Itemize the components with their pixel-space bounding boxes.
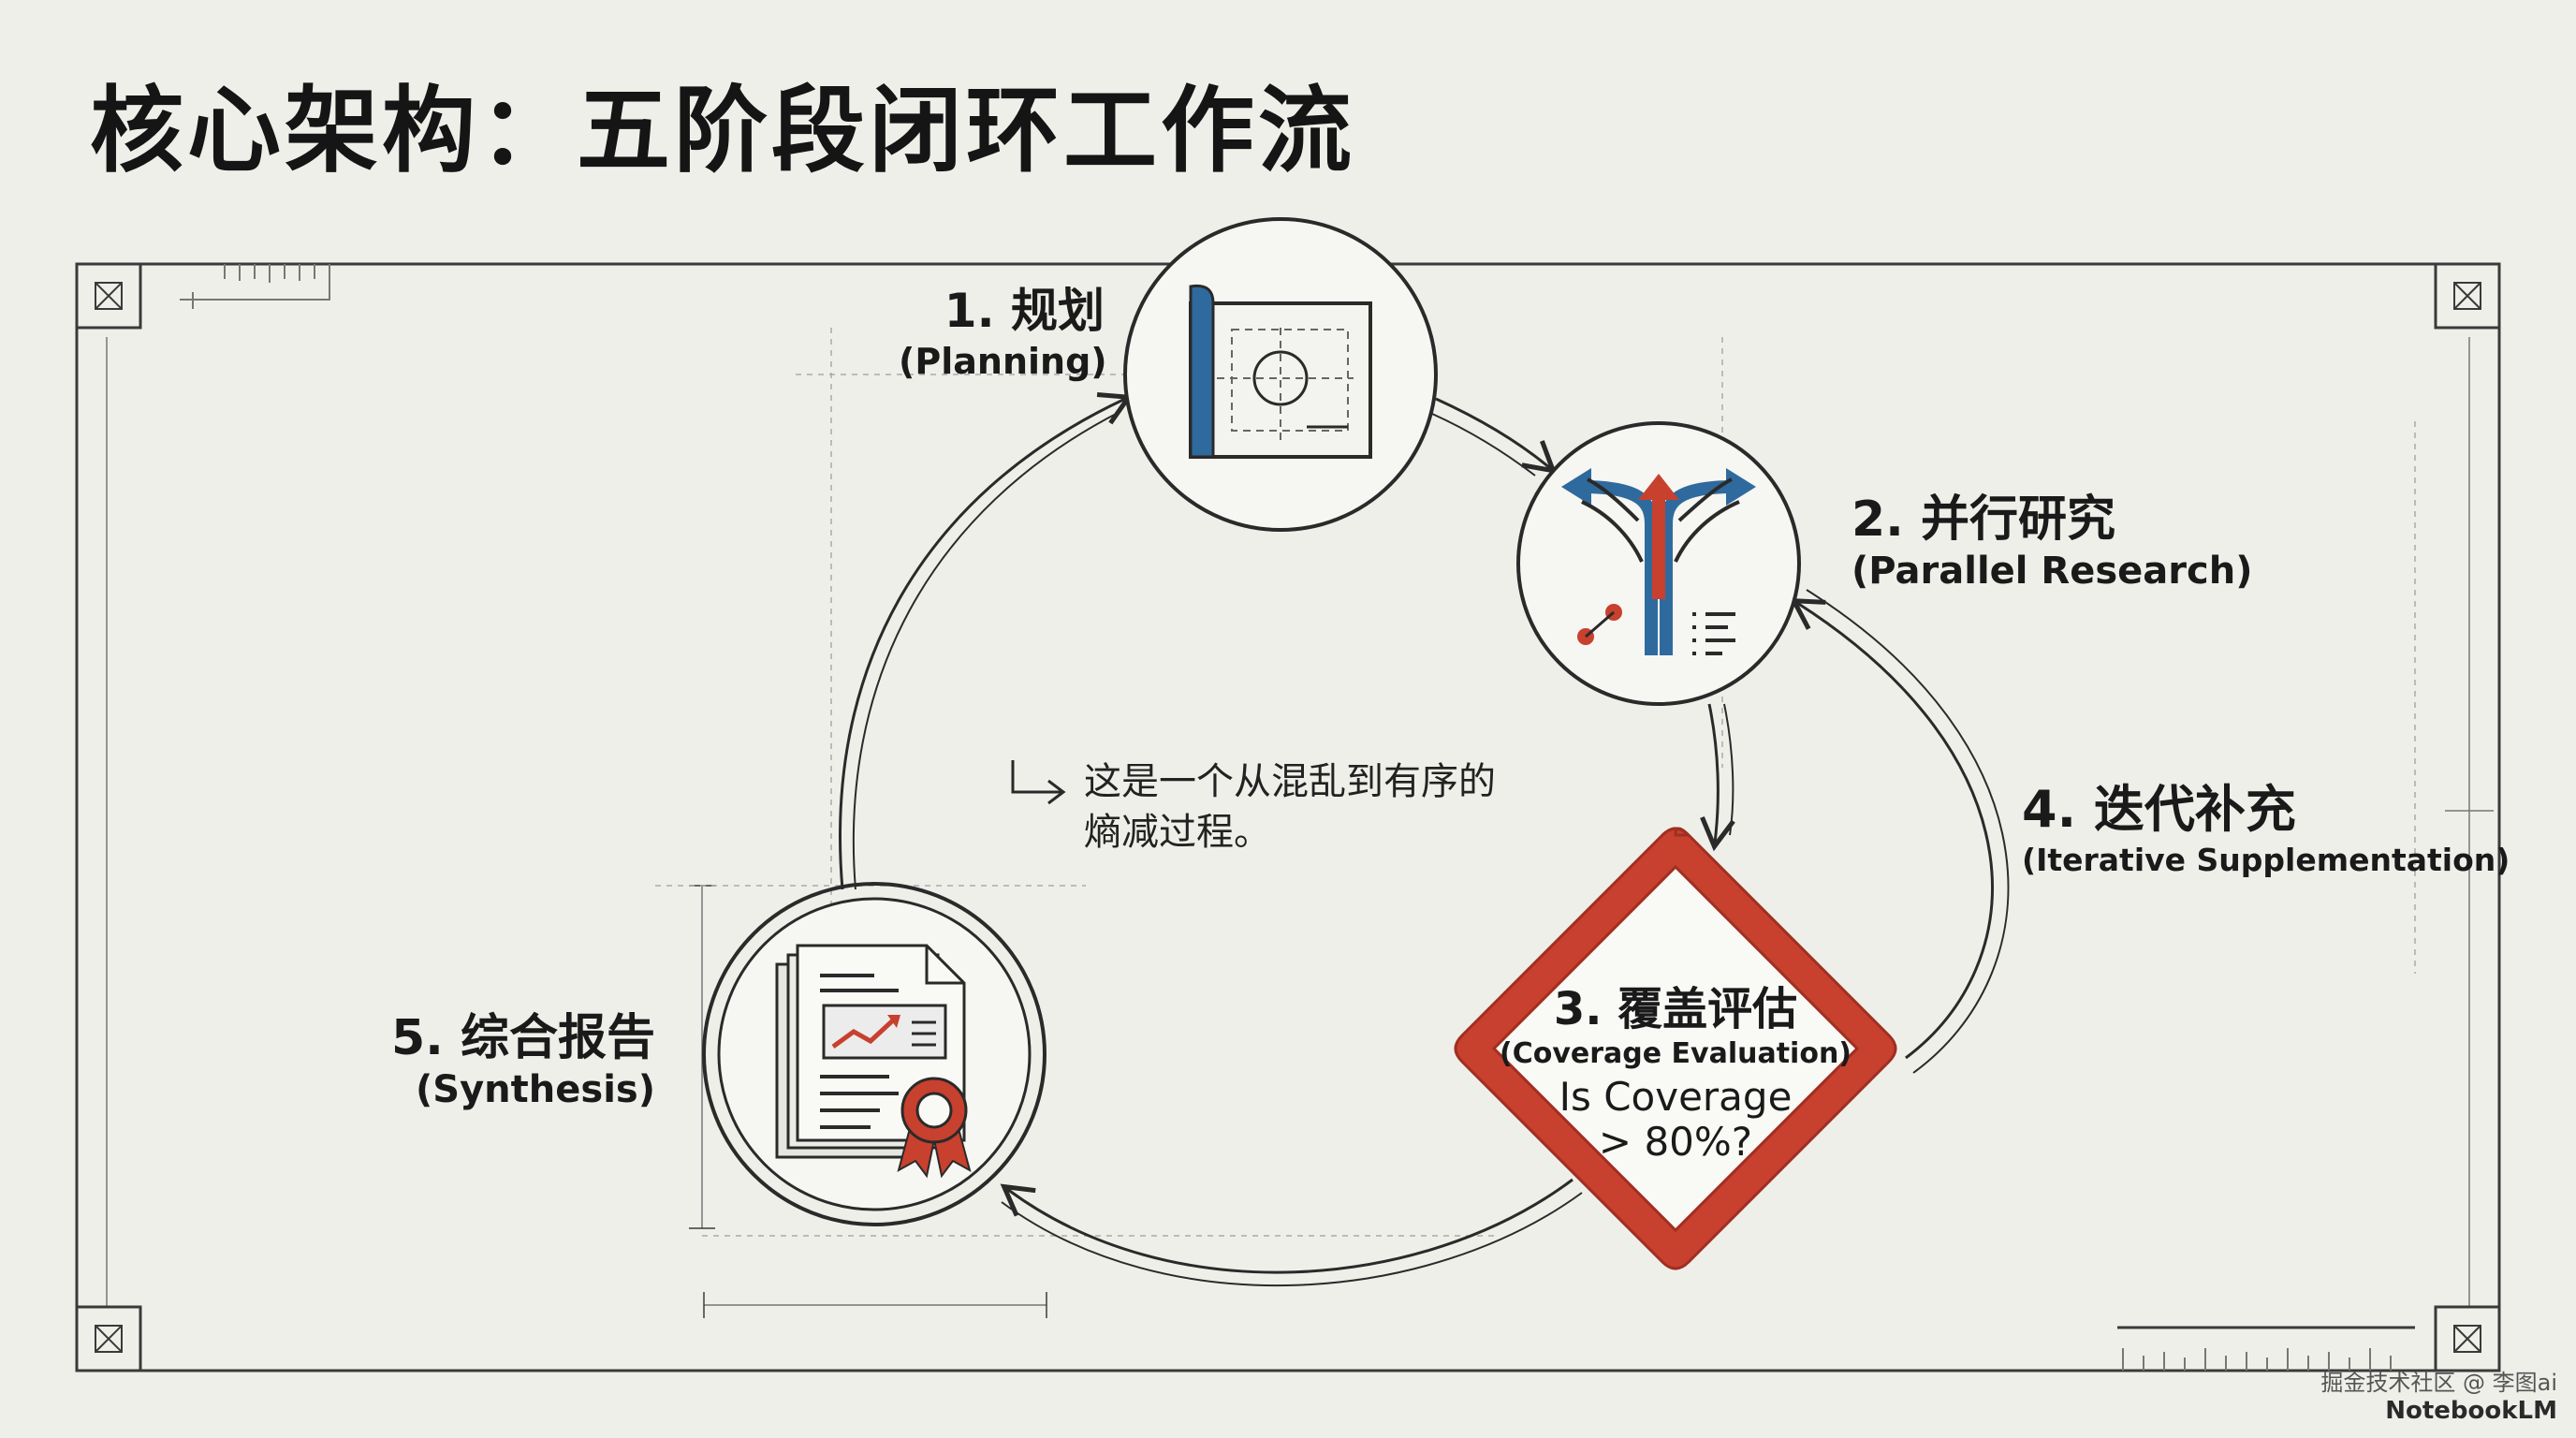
stage-label-coverage-evaluation: 3. 覆盖评估 (Coverage Evaluation) (1488, 972, 1863, 1070)
coverage-question-line2: > 80%? (1598, 1119, 1753, 1165)
stage-label-planning: 1. 规划 (Planning) (899, 273, 1107, 382)
brand-logo: NotebookLM (2385, 1397, 2557, 1425)
stage-title: 4. 迭代补充 (2022, 780, 2296, 839)
stage-subtitle: (Synthesis) (416, 1068, 655, 1111)
arrow-icon (1700, 703, 1735, 852)
coverage-question: Is Coverage > 80%? (1488, 1075, 1863, 1165)
corner-box-icon (75, 262, 142, 330)
report-certificate-icon (775, 944, 972, 1179)
stage-subtitle: (Parallel Research) (1852, 550, 2253, 593)
watermark: 掘金技术社区 @ 李图ai (2320, 1370, 2557, 1396)
note-line2: 熵减过程。 (1084, 811, 1271, 854)
stage-title: 5. 综合报告 (390, 1010, 655, 1066)
stage-subtitle: (Planning) (899, 341, 1107, 382)
branching-arrows-icon (1561, 468, 1756, 655)
note-line1: 这是一个从混乱到有序的 (1084, 760, 1496, 803)
arrow-icon (1435, 397, 1558, 474)
blueprint-icon (1189, 284, 1372, 459)
blueprint-frame (75, 262, 2501, 1372)
stage-subtitle: (Iterative Supplementation) (2022, 842, 2510, 878)
stage-subtitle: (Coverage Evaluation) (1499, 1037, 1852, 1070)
stage-title: 3. 覆盖评估 (1553, 983, 1798, 1035)
stage-label-iterative-supplementation: 4. 迭代补充 (Iterative Supplementation) (2022, 768, 2510, 878)
stage-title: 2. 并行研究 (1852, 492, 2116, 548)
stage-label-parallel-research: 2. 并行研究 (Parallel Research) (1852, 479, 2252, 593)
planning-node (1123, 217, 1438, 532)
stage-title: 1. 规划 (944, 284, 1105, 338)
footer: 掘金技术社区 @ 李图ai NotebookLM (2320, 1364, 2557, 1425)
arrow-icon (1790, 598, 1994, 1060)
synthesis-node (702, 882, 1046, 1226)
stage-label-synthesis: 5. 综合报告 (Synthesis) (356, 998, 655, 1111)
corner-box-icon (2434, 1305, 2501, 1372)
coverage-evaluation-node (1454, 827, 1897, 1270)
flow-arrows (839, 391, 2010, 1287)
corner-box-icon (2434, 262, 2501, 330)
coverage-question-line1: Is Coverage (1559, 1074, 1793, 1120)
note-arrow-icon (1011, 760, 1066, 805)
parallel-research-node (1516, 421, 1801, 706)
arrow-icon (1000, 1178, 1573, 1274)
arrow-icon (839, 391, 1134, 890)
corner-box-icon (75, 1305, 142, 1372)
page-title: 核心架构：五阶段闭环工作流 (90, 76, 1355, 185)
entropy-note: 这是一个从混乱到有序的 熵减过程。 (1084, 756, 1496, 858)
